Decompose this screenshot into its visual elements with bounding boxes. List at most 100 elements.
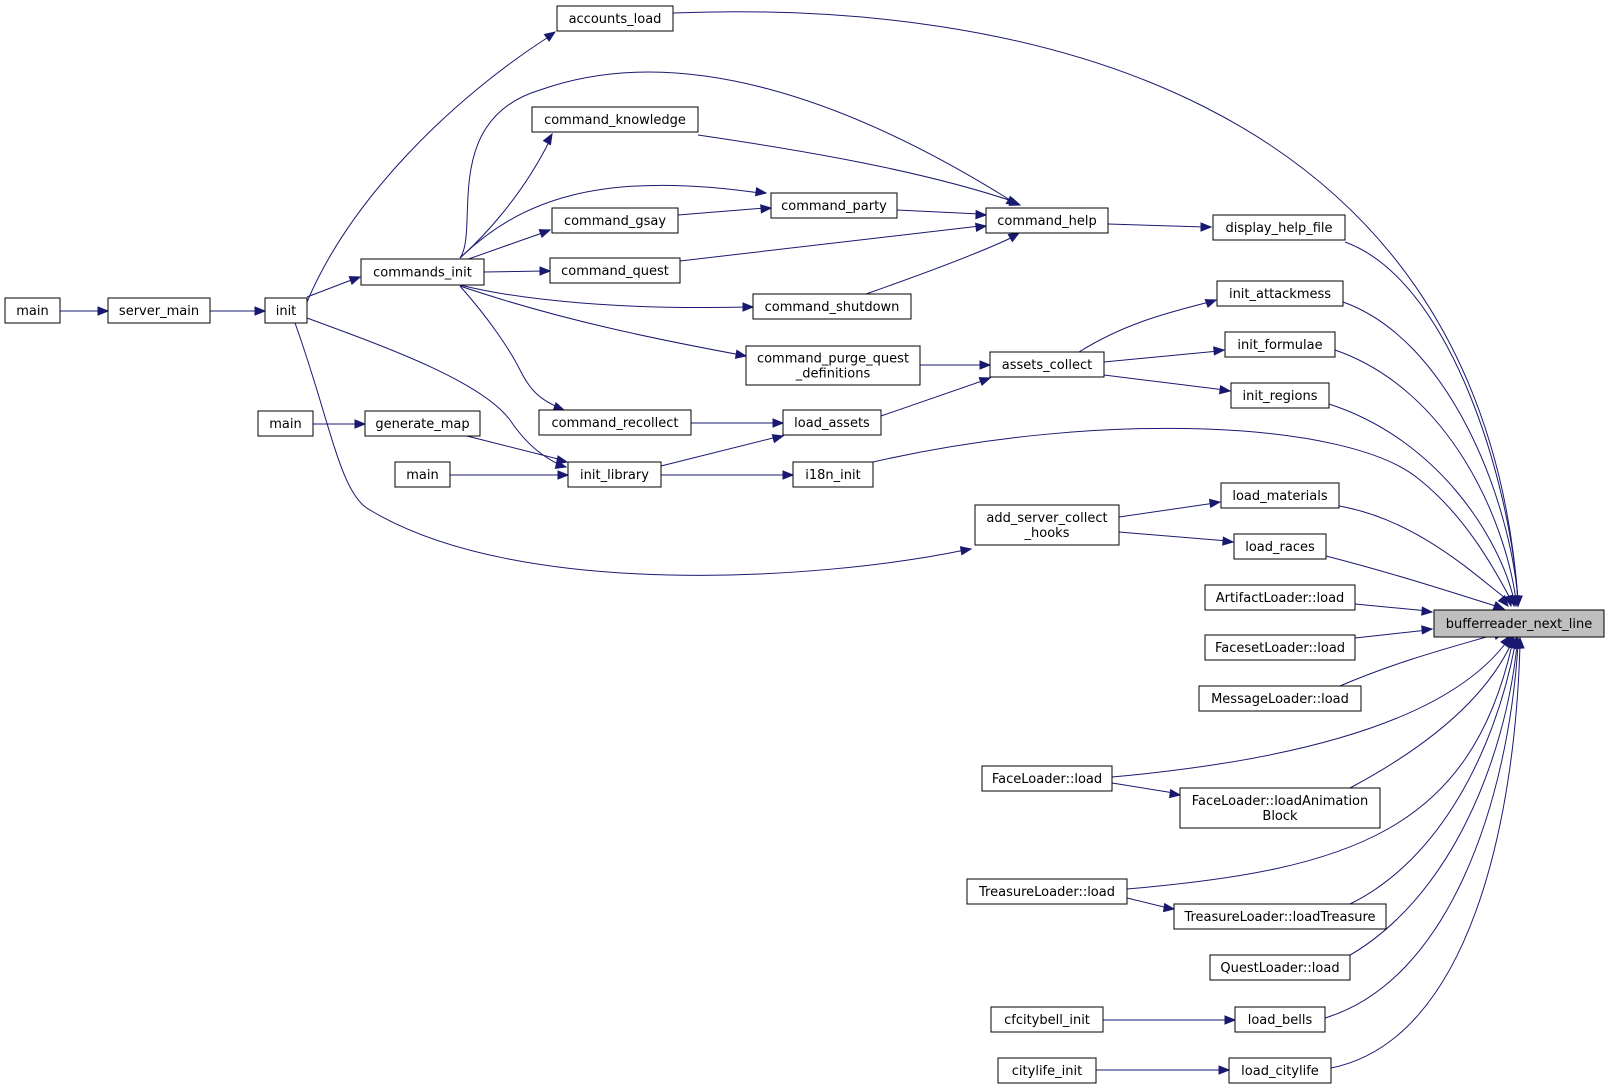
node-label: init_library — [580, 468, 649, 483]
graph-node-load-materials[interactable]: load_materials — [1220, 482, 1340, 509]
node-label: FaceLoader::load — [992, 772, 1102, 787]
graph-node-load-citylife[interactable]: load_citylife — [1228, 1057, 1332, 1084]
call-edge — [1103, 350, 1220, 363]
edge-arrowhead — [975, 209, 988, 220]
node-label: assets_collect — [1002, 358, 1092, 373]
edge-arrowhead — [552, 401, 566, 411]
call-edge — [1328, 403, 1515, 601]
call-edge — [1339, 632, 1501, 687]
graph-node-add-server-collect-hooks[interactable]: add_server_collect_hooks — [974, 504, 1120, 546]
graph-node-cfcitybell-init[interactable]: cfcitybell_init — [990, 1006, 1104, 1033]
node-box — [782, 409, 882, 436]
graph-node-artifact-loader[interactable]: ArtifactLoader::load — [1204, 584, 1356, 611]
node-label: FacesetLoader::load — [1215, 641, 1345, 656]
graph-node-accounts-load[interactable]: accounts_load — [556, 5, 674, 32]
edge-arrowhead — [1219, 385, 1232, 395]
graph-node-load-races[interactable]: load_races — [1233, 533, 1327, 560]
node-label: command_quest — [561, 264, 669, 279]
node-label: generate_map — [375, 417, 469, 432]
edge-arrowhead — [1421, 606, 1434, 616]
graph-node-display-help-file[interactable]: display_help_file — [1212, 214, 1346, 241]
graph-node-server-main[interactable]: server_main — [107, 297, 211, 324]
call-edge — [660, 436, 778, 467]
call-edge — [865, 235, 1016, 295]
graph-node-init-attackmess[interactable]: init_attackmess — [1216, 280, 1344, 307]
graph-node-bufferreader-next-line[interactable]: bufferreader_next_line — [1433, 609, 1605, 638]
call-edge — [1107, 223, 1206, 228]
graph-node-face-loader[interactable]: FaceLoader::load — [981, 765, 1113, 792]
call-edge — [306, 35, 551, 303]
graph-node-main1[interactable]: main — [4, 297, 61, 324]
graph-node-command-shutdown[interactable]: command_shutdown — [752, 293, 912, 320]
graph-node-assets-collect[interactable]: assets_collect — [989, 351, 1105, 378]
edge-arrowhead — [975, 222, 988, 232]
node-label: TreasureLoader::load — [978, 885, 1115, 900]
graph-node-treasure-loader-treasure[interactable]: TreasureLoader::loadTreasure — [1173, 903, 1387, 930]
call-edge — [1118, 502, 1216, 518]
graph-node-citylife-init[interactable]: citylife_init — [997, 1057, 1097, 1084]
call-edge — [1126, 897, 1169, 909]
graph-node-i18n-init[interactable]: i18n_init — [792, 461, 874, 488]
edge-arrowhead — [1224, 1015, 1237, 1025]
call-edge — [1126, 644, 1513, 890]
graph-node-init-formulae[interactable]: init_formulae — [1224, 331, 1336, 358]
node-label: load_citylife — [1241, 1064, 1319, 1079]
graph-node-command-recollect[interactable]: command_recollect — [538, 409, 692, 436]
call-edge — [1344, 241, 1519, 601]
graph-node-main2[interactable]: main — [257, 410, 314, 437]
node-label: QuestLoader::load — [1220, 961, 1339, 976]
graph-node-generate-map[interactable]: generate_map — [364, 410, 481, 437]
graph-node-command-party[interactable]: command_party — [770, 192, 898, 219]
node-label: Block — [1262, 809, 1298, 824]
graph-node-command-purge[interactable]: command_purge_quest_definitions — [745, 345, 921, 386]
call-edge — [1334, 349, 1517, 601]
call-edge — [1338, 505, 1509, 601]
graph-node-command-gsay[interactable]: command_gsay — [551, 207, 679, 234]
call-edge — [483, 270, 546, 273]
graph-node-main3[interactable]: main — [394, 461, 451, 488]
graph-node-commands-init[interactable]: commands_init — [360, 258, 485, 286]
node-box — [1204, 584, 1356, 611]
edge-arrowhead — [348, 276, 362, 286]
call-edge — [679, 225, 981, 262]
graph-node-load-bells[interactable]: load_bells — [1234, 1006, 1326, 1033]
graph-node-init-regions[interactable]: init_regions — [1230, 382, 1330, 409]
node-box — [531, 106, 699, 133]
call-edge — [306, 278, 355, 298]
node-label: command_gsay — [564, 214, 666, 229]
node-box — [567, 461, 662, 488]
node-label: TreasureLoader::loadTreasure — [1183, 910, 1375, 925]
graph-node-command-help[interactable]: command_help — [985, 207, 1109, 234]
edge-arrowhead — [1218, 1065, 1231, 1075]
edge-arrowhead — [1421, 625, 1434, 635]
node-box — [1234, 1006, 1326, 1033]
edge-arrowhead — [542, 132, 553, 146]
graph-node-init-library[interactable]: init_library — [567, 461, 662, 488]
node-box — [1228, 1057, 1332, 1084]
graph-node-faceset-loader[interactable]: FacesetLoader::load — [1204, 634, 1356, 661]
graph-node-command-quest[interactable]: command_quest — [549, 257, 681, 284]
graph-node-quest-loader[interactable]: QuestLoader::load — [1209, 954, 1351, 981]
call-edge — [459, 231, 546, 263]
node-box — [551, 207, 679, 234]
call-edge — [1354, 603, 1429, 612]
edge-arrowhead — [734, 349, 748, 359]
node-box — [1233, 533, 1327, 560]
edge-arrowhead — [543, 31, 557, 42]
node-box — [1198, 685, 1362, 712]
node-box — [792, 461, 874, 488]
node-label: command_shutdown — [765, 300, 900, 315]
call-edge — [459, 284, 749, 309]
graph-node-init[interactable]: init — [264, 297, 308, 324]
edge-arrowhead — [557, 470, 570, 480]
node-label: cfcitybell_init — [1004, 1013, 1090, 1028]
graph-node-message-loader[interactable]: MessageLoader::load — [1198, 685, 1362, 712]
node-box — [989, 351, 1105, 378]
call-edge — [306, 317, 561, 466]
graph-node-treasure-loader[interactable]: TreasureLoader::load — [966, 878, 1128, 905]
edge-arrowhead — [755, 187, 768, 197]
graph-node-load-assets[interactable]: load_assets — [782, 409, 882, 436]
edge-arrowhead — [1492, 600, 1506, 610]
graph-node-command-knowledge[interactable]: command_knowledge — [531, 106, 699, 133]
